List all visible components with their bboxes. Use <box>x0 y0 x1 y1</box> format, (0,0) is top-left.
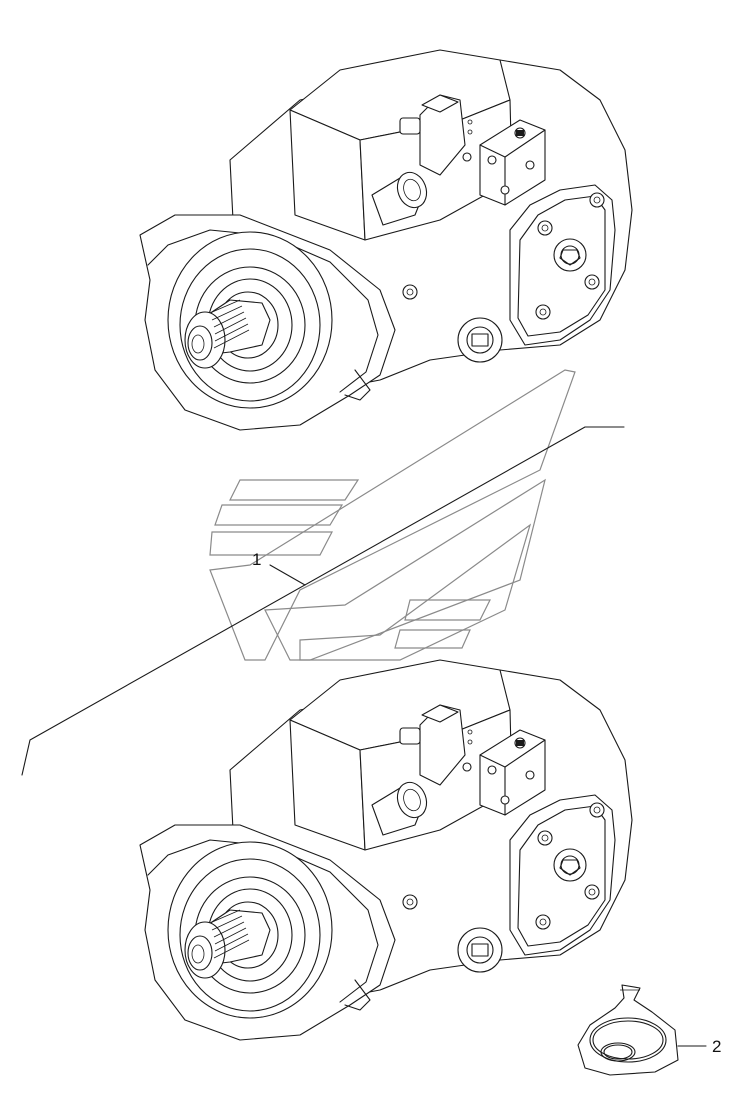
hydraulic-pump-upper <box>139 49 633 431</box>
seal-kit-bag <box>577 984 707 1076</box>
callout-label-1: 1 <box>252 550 261 569</box>
logo-watermark-icon <box>209 369 576 661</box>
hydraulic-pump-lower <box>139 659 633 1041</box>
callout-label-2: 2 <box>712 1037 721 1056</box>
callout-1-leader <box>21 426 625 776</box>
